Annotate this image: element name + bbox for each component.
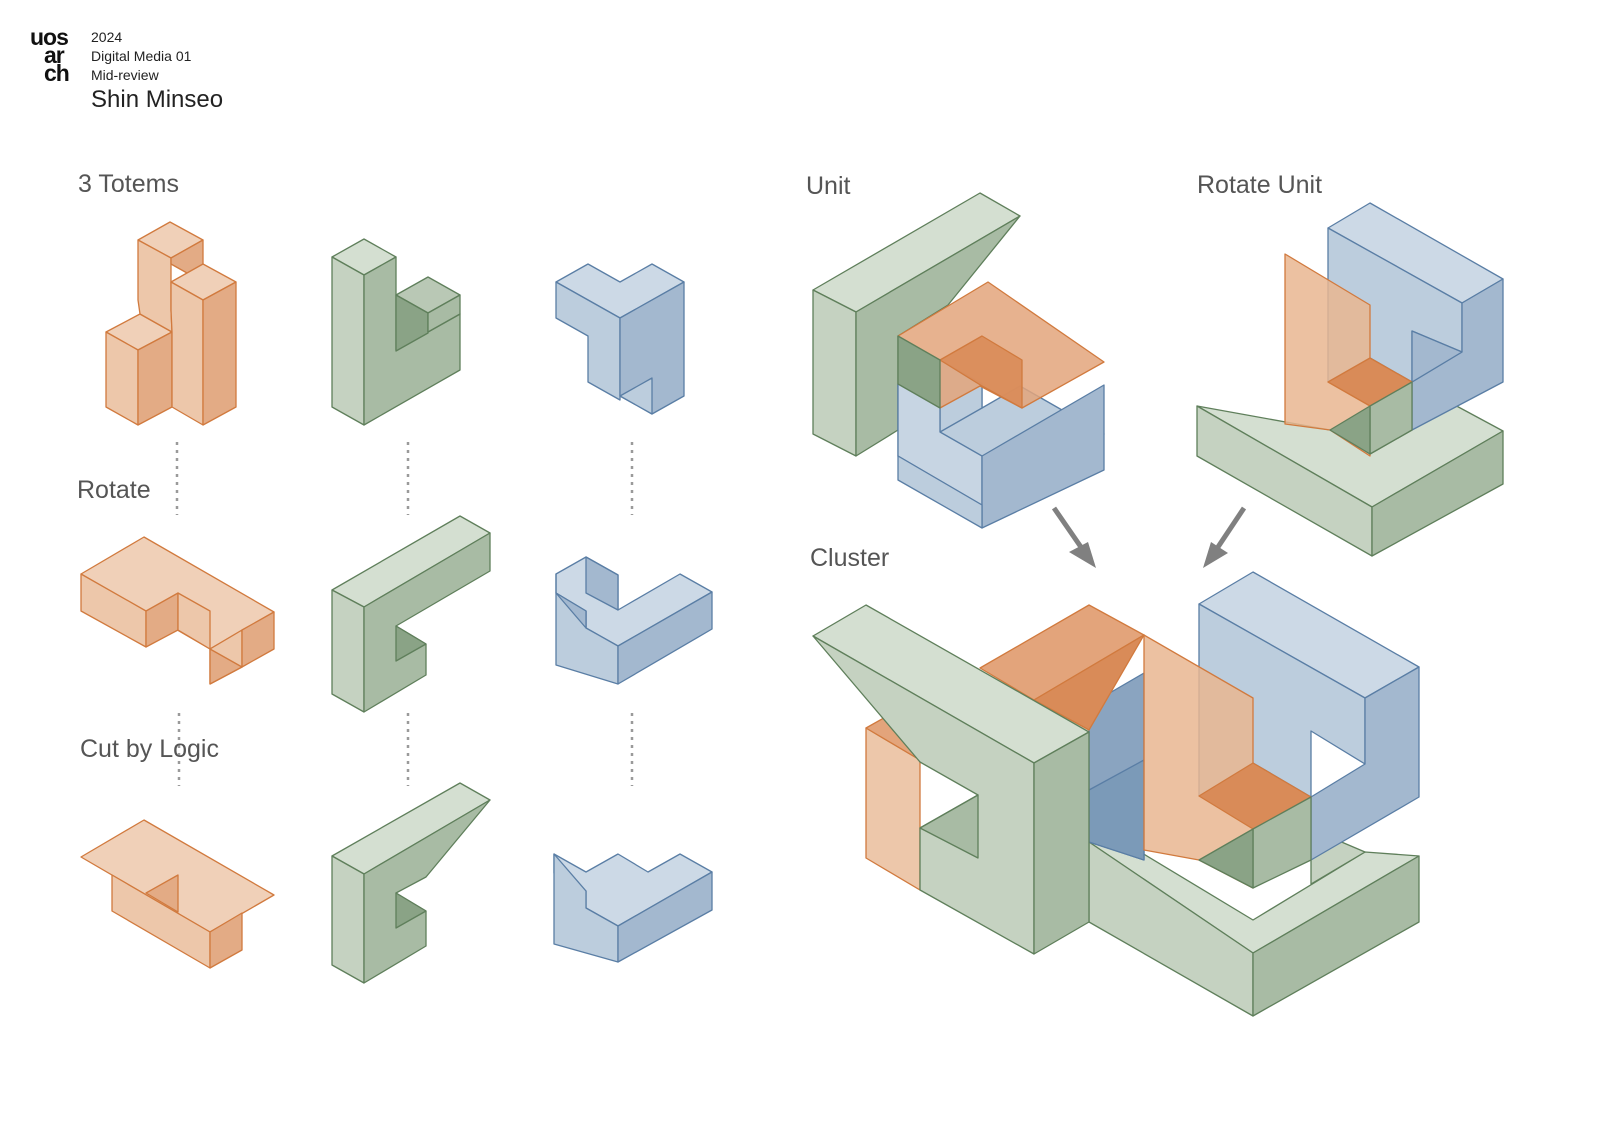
orange-rotated	[80, 536, 275, 685]
arrow-unit-to-cluster	[1051, 506, 1096, 568]
blue-cut	[553, 853, 713, 963]
rotate-unit-assembly	[1196, 202, 1504, 557]
logo-line-3: ch	[44, 60, 70, 86]
year-text: 2024	[91, 29, 123, 45]
section-label-cluster: Cluster	[810, 544, 890, 572]
green-rotated	[331, 515, 491, 713]
uosarch-logo: uos ar ch	[30, 24, 82, 86]
logo-line-1: uos	[30, 24, 69, 50]
author-name: Shin Minseo	[91, 86, 224, 113]
logo-line-2: ar	[44, 42, 65, 68]
course-text: Digital Media 01	[91, 48, 192, 64]
header: uos ar ch 2024 Digital Media 01 Mid-revi…	[30, 24, 330, 118]
green-totem	[331, 238, 461, 426]
section-label-rotate: Rotate	[77, 476, 151, 504]
unit-assembly	[812, 192, 1105, 529]
cluster-assembly	[812, 571, 1420, 1017]
section-label-cut-by-logic: Cut by Logic	[80, 735, 219, 763]
section-label-unit: Unit	[806, 172, 851, 200]
arrow-rotate-unit-to-cluster	[1203, 506, 1247, 568]
orange-totem	[105, 221, 237, 426]
green-cut	[331, 782, 491, 984]
section-label-rotate-unit: Rotate Unit	[1197, 171, 1323, 199]
blue-totem	[555, 263, 685, 415]
blue-rotated	[555, 556, 713, 685]
section-label-3-totems: 3 Totems	[78, 170, 179, 198]
orange-cut	[80, 819, 275, 969]
stage-text: Mid-review	[91, 67, 159, 83]
